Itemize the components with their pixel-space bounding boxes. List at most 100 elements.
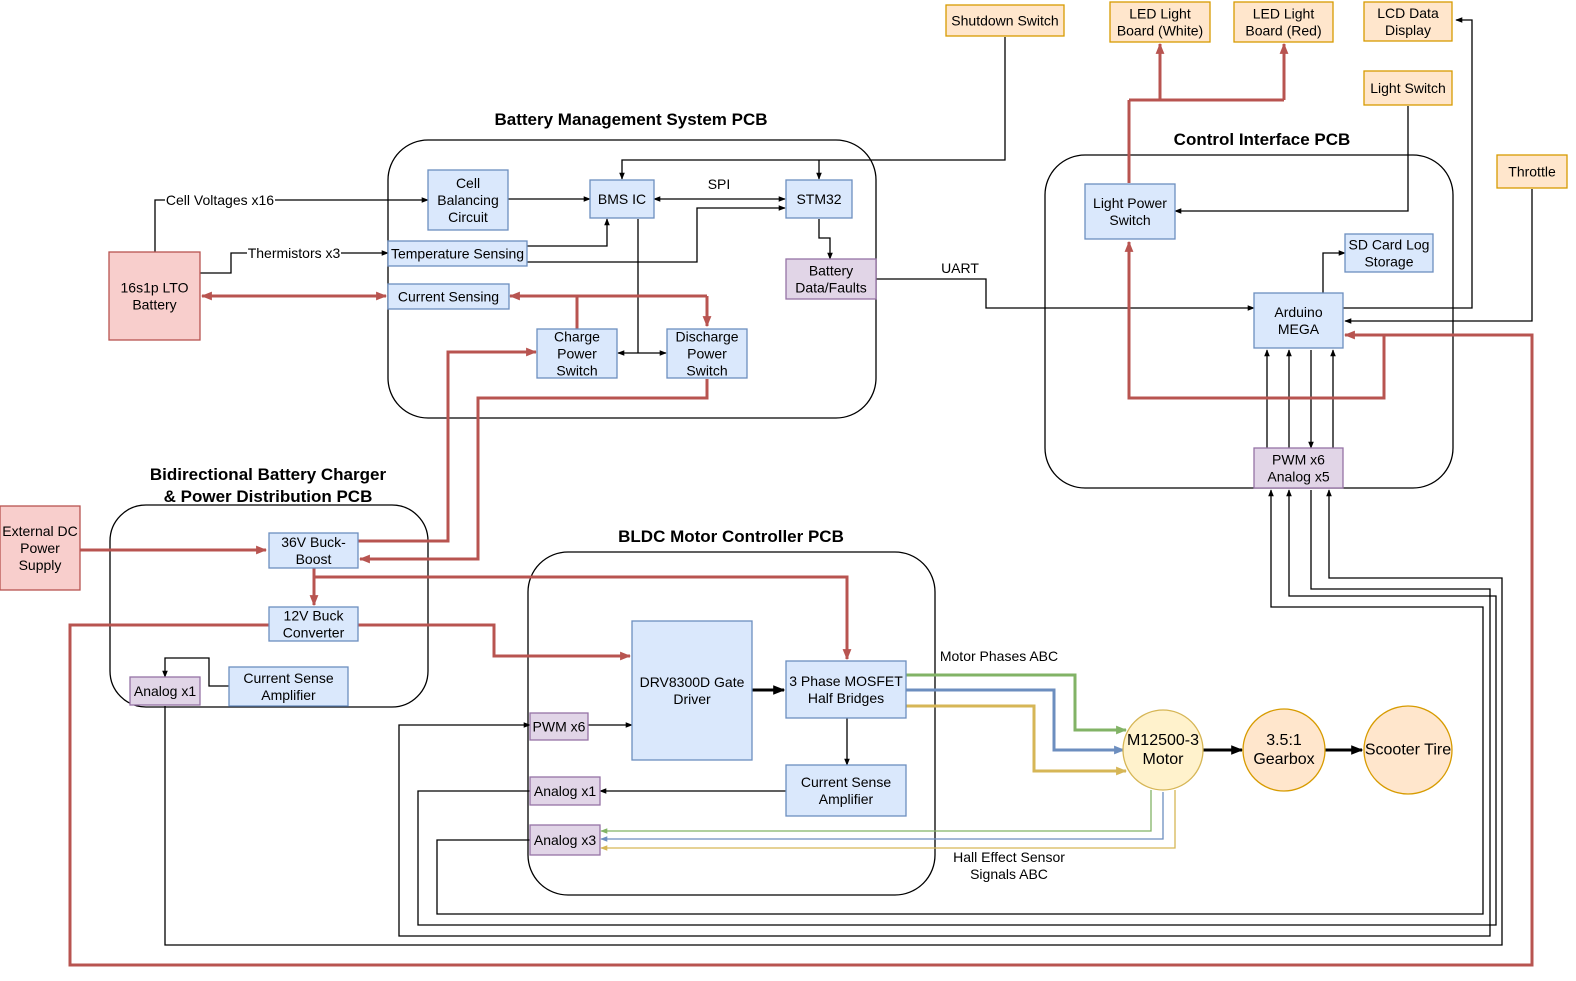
lcd-shape [1363, 1, 1453, 42]
light-pwr-label-2: Switch [1109, 212, 1150, 228]
pwm-analog-label-2: Analog x5 [1267, 469, 1329, 485]
pwm6-label-1: PWM x6 [533, 719, 586, 735]
cell-bal-shape [427, 169, 509, 231]
current-shape [387, 283, 510, 310]
buck12-label-1: 12V Buck [284, 608, 345, 624]
discharge-sw-label-2: Power [687, 346, 727, 362]
shutdown-label-1: Shutdown Switch [951, 13, 1058, 29]
gearbox-label-2: Gearbox [1253, 751, 1314, 768]
motor-phases-label: Motor Phases ABC [940, 648, 1058, 664]
block-buck-boost: 36V Buck-Boost [268, 532, 359, 569]
discharge-sw-label-3: Switch [686, 363, 727, 379]
analog1-bldc-label-1: Analog x1 [534, 783, 596, 799]
discharge-sw-shape [666, 328, 748, 379]
battery-label-2: Battery [132, 297, 176, 313]
block-current: Current Sensing [387, 283, 510, 310]
motor-label-2: Motor [1143, 751, 1185, 768]
ext-dc-label-1: External DC [2, 523, 77, 539]
hall-sensor-label-line2: Signals ABC [970, 866, 1048, 882]
charge-sw-shape [536, 328, 618, 379]
csa-bldc-label-2: Amplifier [819, 791, 874, 807]
bldc-pcb-title: BLDC Motor Controller PCB [618, 527, 844, 546]
cell-bal-label-1: Cell [456, 175, 480, 191]
temp-label-1: Temperature Sensing [391, 246, 524, 262]
battery-label-1: 16s1p LTO [121, 280, 189, 296]
sd-label-2: Storage [1364, 254, 1413, 270]
cell-voltages-label: Cell Voltages x16 [166, 192, 274, 208]
arduino-label-2: MEGA [1278, 321, 1320, 337]
led-white-shape [1109, 1, 1211, 43]
drv-shape [631, 620, 753, 761]
csa-chg-shape [228, 666, 349, 707]
current-label-1: Current Sensing [398, 289, 499, 305]
ext-dc-label-3: Supply [19, 557, 62, 573]
analog3-shape [529, 824, 601, 856]
drv-label-1: DRV8300D Gate [640, 674, 745, 690]
sd-label-1: SD Card Log [1349, 237, 1430, 253]
ext-dc-shape [0, 505, 81, 591]
block-shutdown: Shutdown Switch [945, 4, 1065, 37]
light-switch-label-1: Light Switch [1370, 80, 1445, 96]
motor-label-1: M12500-3 [1127, 732, 1199, 749]
block-stm32: STM32 [785, 179, 853, 219]
led-red-label-1: LED Light [1253, 6, 1315, 22]
battery-shape [108, 251, 201, 341]
thick-arrows [752, 685, 1364, 755]
cell-bal-label-3: Circuit [448, 209, 488, 225]
light-switch-shape [1363, 70, 1453, 106]
light-pwr-shape [1084, 183, 1176, 240]
buck12-shape [268, 606, 359, 642]
hall-sensor-label-line1: Hall Effect Sensor [953, 849, 1065, 865]
discharge-sw-label-1: Discharge [675, 329, 738, 345]
pwm-analog-shape [1253, 447, 1344, 489]
arduino-shape [1253, 292, 1344, 349]
bms-ic-label-1: BMS IC [598, 191, 646, 207]
throttle-label-1: Throttle [1508, 164, 1556, 180]
battery-data-label-2: Data/Faults [795, 280, 867, 296]
spi-label: SPI [708, 176, 731, 192]
gearbox-shape [1242, 708, 1326, 792]
buck12-label-2: Converter [283, 625, 345, 641]
edge-labels: Cell Voltages x16 Thermistors x3 SPI UAR… [165, 176, 1065, 882]
analog3-label-1: Analog x3 [534, 832, 596, 848]
ext-dc-label-2: Power [20, 540, 60, 556]
mosfet-label-2: Half Bridges [808, 690, 884, 706]
csa-chg-label-1: Current Sense [243, 670, 333, 686]
analog1-chg-shape [129, 676, 201, 706]
drv-label-2: Driver [673, 691, 711, 707]
csa-bldc-label-1: Current Sense [801, 774, 891, 790]
throttle-shape [1496, 154, 1568, 189]
pwm6-shape [529, 712, 589, 741]
sd-shape [1344, 233, 1434, 273]
analog1-chg-label-1: Analog x1 [134, 683, 196, 699]
charge-sw-label-2: Power [557, 346, 597, 362]
led-red-shape [1233, 1, 1334, 43]
charger-pcb-title-line1: Bidirectional Battery Charger [150, 465, 387, 484]
csa-bldc-shape [785, 764, 907, 817]
charge-sw-label-1: Charge [554, 329, 600, 345]
battery-data-label-1: Battery [809, 263, 853, 279]
cell-bal-label-2: Balancing [437, 192, 499, 208]
charger-pcb-title-line2: & Power Distribution PCB [164, 487, 373, 506]
mosfet-shape [785, 660, 907, 719]
buck-boost-shape [268, 532, 359, 569]
block-analog3: Analog x3 [529, 824, 601, 856]
analog1-bldc-shape [529, 776, 601, 806]
power-lines [68, 42, 1534, 967]
temp-shape [387, 240, 528, 267]
buck-boost-label-2: Boost [296, 551, 332, 567]
motor-shape [1122, 709, 1204, 791]
hall-sensor-lines [600, 790, 1176, 851]
